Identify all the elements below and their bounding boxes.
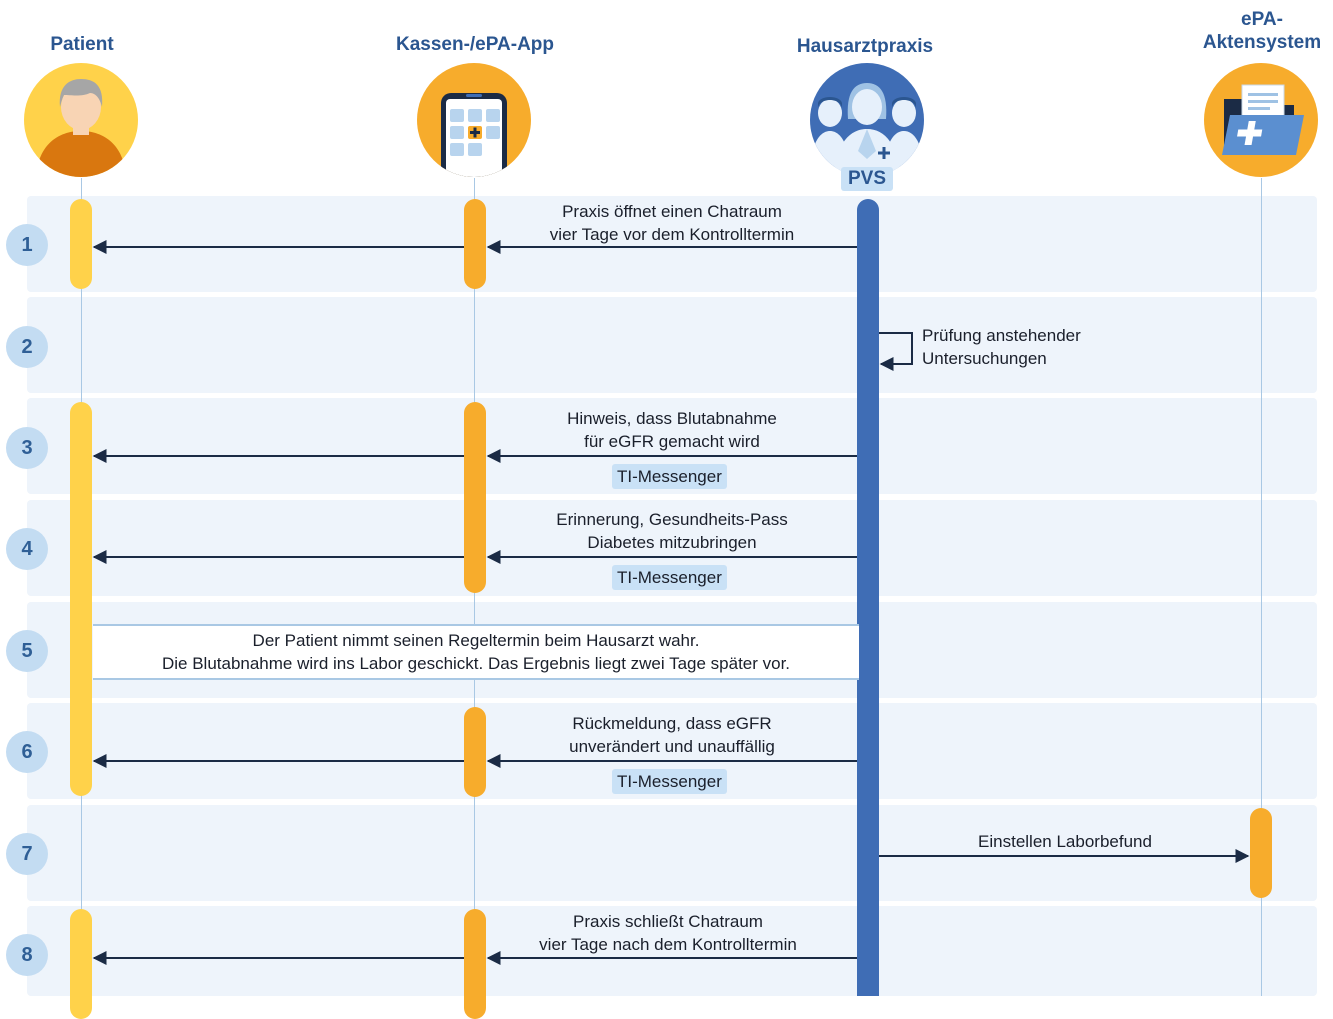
step-number-4: 4 bbox=[6, 528, 48, 570]
step-number-2: 2 bbox=[6, 326, 48, 368]
app-activation-3 bbox=[464, 707, 486, 797]
message-step-4-line1: Erinnerung, Gesundheits-Pass bbox=[556, 510, 788, 529]
actor-label-epa-line2: Aktensystem bbox=[1202, 32, 1322, 53]
message-step-3: Hinweis, dass Blutabnahme für eGFR gemac… bbox=[489, 407, 855, 453]
message-step-2: Prüfung anstehender Untersuchungen bbox=[922, 324, 1081, 370]
step-number-8: 8 bbox=[6, 934, 48, 976]
app-activation-1 bbox=[464, 199, 486, 289]
message-step-6: Rückmeldung, dass eGFR unverändert und u… bbox=[489, 712, 855, 758]
channel-tag-step-6: TI-Messenger bbox=[612, 769, 727, 794]
note-step-5: Der Patient nimmt seinen Regeltermin bei… bbox=[93, 624, 859, 680]
message-step-1: Praxis öffnet einen Chatraum vier Tage v… bbox=[489, 200, 855, 246]
lifeline-epa bbox=[1261, 178, 1262, 996]
practice-activation bbox=[857, 199, 879, 996]
step-number-6: 6 bbox=[6, 731, 48, 773]
message-step-4: Erinnerung, Gesundheits-Pass Diabetes mi… bbox=[489, 508, 855, 554]
actor-label-practice: Hausarztpraxis bbox=[796, 36, 934, 57]
note-step-5-line1: Der Patient nimmt seinen Regeltermin bei… bbox=[252, 631, 700, 650]
message-step-6-line2: unverändert und unauffällig bbox=[569, 737, 775, 756]
message-step-1-line1: Praxis öffnet einen Chatraum bbox=[562, 202, 782, 221]
actor-label-patient: Patient bbox=[50, 34, 114, 55]
message-step-3-line2: für eGFR gemacht wird bbox=[584, 432, 760, 451]
step-number-3: 3 bbox=[6, 427, 48, 469]
step-number-1: 1 bbox=[6, 224, 48, 266]
app-activation-4 bbox=[464, 909, 486, 1019]
step-number-5: 5 bbox=[6, 630, 48, 672]
doctor-team-icon bbox=[810, 63, 924, 177]
message-step-6-line1: Rückmeldung, dass eGFR bbox=[572, 714, 772, 733]
patient-avatar-icon bbox=[24, 63, 138, 177]
step-number-7: 7 bbox=[6, 833, 48, 875]
epa-activation-1 bbox=[1250, 808, 1272, 898]
step-band-8 bbox=[27, 906, 1317, 996]
actor-label-epa-line1: ePA- bbox=[1241, 9, 1283, 30]
app-activation-2 bbox=[464, 402, 486, 593]
note-step-5-line2: Die Blutabnahme wird ins Labor geschickt… bbox=[161, 654, 791, 673]
channel-tag-step-4: TI-Messenger bbox=[612, 565, 727, 590]
message-step-4-line2: Diabetes mitzubringen bbox=[587, 533, 757, 552]
epa-folder-icon bbox=[1204, 63, 1318, 177]
step-band-7 bbox=[27, 805, 1317, 901]
message-arrows bbox=[92, 240, 1250, 965]
app-phone-icon bbox=[417, 63, 531, 177]
actor-label-app: Kassen-/ePA-App bbox=[395, 34, 554, 55]
actor-label-epa: ePA- Aktensystem bbox=[1190, 8, 1333, 54]
step-band-1 bbox=[27, 196, 1317, 292]
patient-activation-1 bbox=[70, 199, 92, 289]
message-step-2-line2: Untersuchungen bbox=[922, 349, 1047, 368]
pvs-badge: PVS bbox=[841, 167, 893, 191]
message-step-2-line1: Prüfung anstehender bbox=[922, 326, 1081, 345]
message-step-8-line2: vier Tage nach dem Kontrolltermin bbox=[539, 935, 797, 954]
message-step-3-line1: Hinweis, dass Blutabnahme bbox=[567, 409, 777, 428]
message-step-8: Praxis schließt Chatraum vier Tage nach … bbox=[489, 910, 847, 956]
message-step-7: Einstellen Laborbefund bbox=[978, 832, 1152, 851]
patient-activation-2 bbox=[70, 402, 92, 796]
step-band-2 bbox=[27, 297, 1317, 393]
message-step-8-line1: Praxis schließt Chatraum bbox=[573, 912, 763, 931]
patient-activation-3 bbox=[70, 909, 92, 1019]
message-step-1-line2: vier Tage vor dem Kontrolltermin bbox=[549, 225, 795, 244]
channel-tag-step-3: TI-Messenger bbox=[612, 464, 727, 489]
arrow-2-self bbox=[879, 332, 913, 371]
